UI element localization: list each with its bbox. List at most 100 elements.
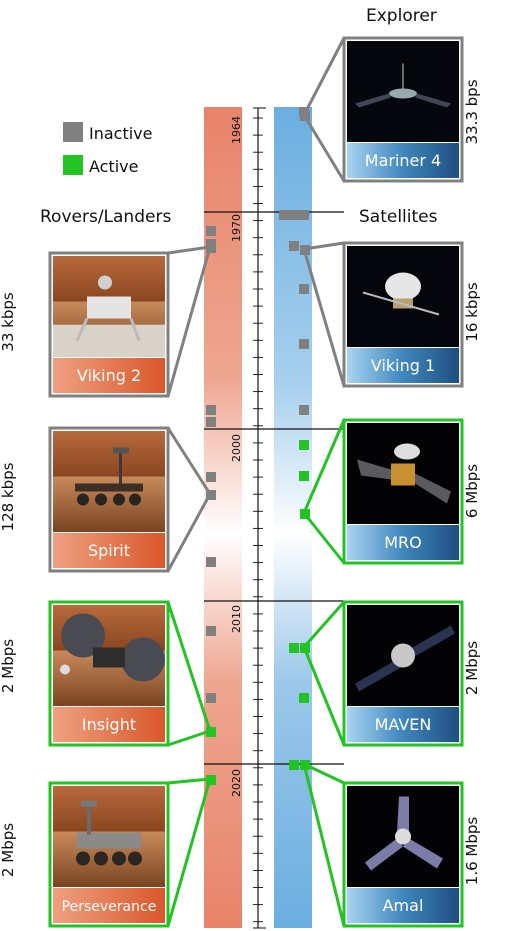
mission-marker-mariner-4 — [300, 111, 310, 121]
connector-spirit — [166, 427, 212, 495]
mission-marker — [289, 760, 299, 770]
mission-label-band — [347, 525, 459, 560]
legend-inactive-label: Inactive — [89, 124, 153, 143]
mission-marker — [299, 210, 309, 220]
mission-marker — [299, 284, 309, 294]
wheel — [113, 493, 125, 506]
mission-label-band — [347, 707, 459, 742]
data-rate-perseverance: 2 Mbps — [0, 823, 17, 877]
legend-active-swatch — [63, 155, 83, 175]
connector-amal — [303, 762, 345, 785]
solar-panel — [355, 659, 401, 692]
mast — [87, 804, 91, 835]
solar-panel — [415, 473, 451, 504]
dish — [385, 272, 421, 301]
mission-label-band — [347, 143, 459, 178]
boom — [362, 291, 440, 316]
insight-lander-image — [53, 605, 165, 706]
connector-perseverance — [167, 777, 211, 785]
connector-viking-1 — [302, 248, 346, 387]
wheel — [128, 851, 142, 866]
mars-sky — [53, 786, 165, 832]
data-rate-viking-2: 33 kbps — [0, 292, 17, 352]
connector-viking-2 — [167, 245, 211, 255]
mission-label-band — [53, 358, 165, 393]
connector-amal — [302, 763, 346, 927]
mission-name-viking-1: Viking 1 — [371, 356, 435, 375]
antenna-dish — [98, 275, 112, 290]
mission-card-maven: MAVEN — [342, 600, 464, 747]
mission-marker — [206, 405, 216, 415]
connector-insight — [166, 601, 212, 732]
dish — [394, 443, 420, 460]
data-rate-insight: 2 Mbps — [0, 639, 17, 693]
legend-active-label: Active — [89, 157, 139, 176]
mission-card-insight: Insight — [48, 600, 170, 747]
wheel — [76, 851, 90, 866]
mission-marker-maven — [300, 643, 310, 653]
connector-mro — [302, 512, 346, 564]
mission-marker-perseverance — [206, 775, 216, 785]
wheel — [95, 493, 107, 506]
mission-marker-spirit — [206, 490, 216, 500]
mariner-4-spacecraft-image — [347, 41, 459, 142]
mast — [119, 451, 122, 484]
data-rate-amal: 1.6 Mbps — [463, 817, 481, 886]
lander-body — [93, 647, 125, 668]
spacecraft-body — [389, 88, 417, 99]
amal-orbiter-image — [347, 786, 459, 887]
frosted-ground — [53, 324, 165, 357]
year-label-2010: 2010 — [230, 605, 243, 633]
solar-panel — [403, 838, 443, 869]
mission-card-viking-1: Viking 1 — [342, 241, 464, 388]
wheel — [77, 493, 89, 506]
mission-name-maven: MAVEN — [375, 715, 432, 734]
mission-name-amal: Amal — [383, 896, 424, 915]
mission-marker — [299, 471, 309, 481]
wheel — [129, 493, 141, 506]
mission-marker — [289, 241, 299, 251]
mission-marker — [289, 643, 299, 653]
spacecraft-body — [391, 643, 415, 668]
connector-mro — [302, 419, 346, 514]
solar-deck — [75, 483, 143, 492]
mars-sky — [53, 431, 165, 477]
connector-maven — [302, 646, 346, 746]
data-rate-mariner-4: 33.3 bps — [463, 79, 481, 144]
solar-panel — [357, 459, 391, 480]
wheel — [112, 851, 126, 866]
connector-mariner-4 — [302, 114, 346, 182]
mission-marker — [206, 417, 216, 427]
heading-satellites: Satellites — [359, 207, 438, 227]
connector-viking-2 — [166, 246, 212, 397]
camera-head — [113, 447, 129, 454]
mission-marker — [299, 440, 309, 450]
legend-inactive-swatch — [63, 122, 83, 142]
solar-array — [61, 613, 105, 658]
lander-body — [87, 296, 131, 319]
data-rate-maven: 2 Mbps — [463, 641, 481, 695]
mro-orbiter-image — [347, 423, 459, 524]
mission-marker — [299, 405, 309, 415]
mission-card-mro: MRO — [342, 418, 464, 565]
camera-head — [81, 800, 97, 807]
connector-perseverance — [166, 778, 212, 927]
rover-body — [77, 832, 141, 849]
mission-card-mariner-4: Mariner 4 — [342, 36, 464, 183]
heading-explorer: Explorer — [366, 6, 437, 26]
mission-name-spirit: Spirit — [88, 541, 130, 560]
solar-panel — [409, 625, 455, 658]
year-label-2000: 2000 — [230, 434, 243, 462]
mission-label-band — [53, 888, 165, 923]
spirit-rover-image — [53, 431, 165, 532]
spacecraft-body — [391, 463, 415, 486]
mission-label-band — [347, 348, 459, 383]
data-rate-mro: 6 Mbps — [463, 464, 481, 518]
data-rate-viking-1: 16 kbps — [463, 282, 481, 342]
solar-panel — [397, 796, 409, 833]
mission-marker — [206, 626, 216, 636]
connector-spirit — [166, 493, 212, 572]
mission-label-band — [53, 707, 165, 742]
